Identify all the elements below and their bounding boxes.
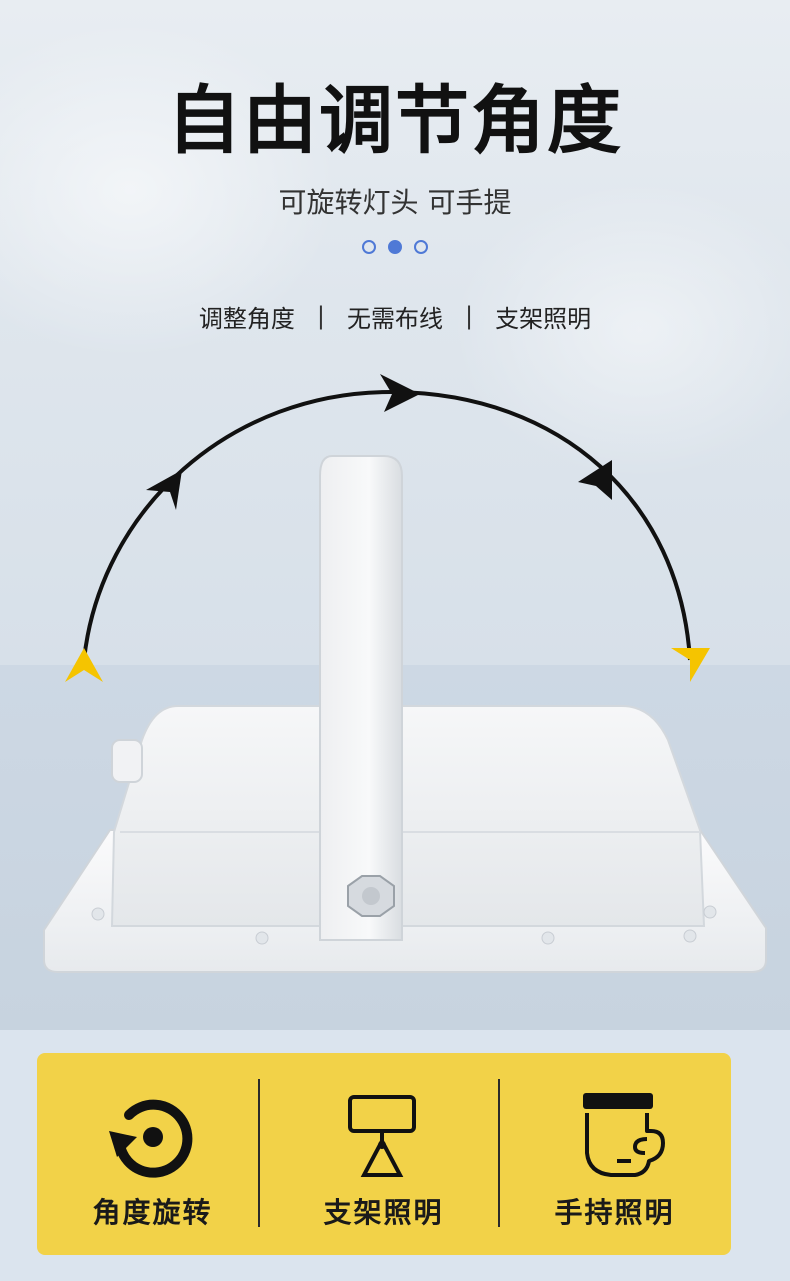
feature-list: 调整角度 | 无需布线 | 支架照明	[0, 296, 790, 336]
screw-boss	[255, 931, 269, 945]
pager-dots	[0, 240, 790, 260]
rotation-arc-illustration	[65, 374, 710, 682]
panel-item-label: 手持照明	[554, 1196, 675, 1229]
feature-panel: 角度旋转 支架照明 手持照明	[37, 1053, 731, 1255]
page-subtitle: 可旋转灯头 可手提	[278, 186, 512, 219]
pager-dot[interactable]	[414, 240, 428, 254]
feature-item-adjust-angle: 调整角度	[198, 304, 295, 333]
screw-boss	[703, 905, 717, 919]
feature-item-stand-lighting: 支架照明	[495, 304, 592, 333]
arc-end-left-icon	[65, 648, 103, 682]
panel-divider	[498, 1079, 500, 1227]
lamp-stand-bracket	[319, 455, 403, 941]
floodlight-lamp-illustration	[43, 455, 767, 973]
arc-arrow-left-icon	[146, 470, 182, 510]
panel-item-handheld: 手持照明	[499, 1053, 730, 1255]
screw-boss	[91, 907, 105, 921]
lamp-housing	[110, 705, 706, 927]
arc-end-right-icon	[671, 648, 710, 682]
panel-item-rotate: 角度旋转	[37, 1053, 268, 1255]
cable-gland	[111, 739, 143, 783]
panel-item-label: 支架照明	[323, 1196, 444, 1229]
pager-dot-active[interactable]	[388, 240, 402, 254]
page-title: 自由调节角度	[167, 78, 623, 164]
screw-boss	[541, 931, 555, 945]
panel-item-label: 角度旋转	[92, 1196, 213, 1229]
pager-dot[interactable]	[362, 240, 376, 254]
arc-arrow-top-icon	[380, 374, 420, 412]
feature-separator: |	[316, 302, 325, 330]
bracket-bolt-center	[362, 887, 380, 905]
panel-item-stand: 支架照明	[268, 1053, 499, 1255]
hand-grip-icon	[583, 1093, 665, 1177]
panel-divider	[258, 1079, 260, 1227]
screw-boss	[683, 929, 697, 943]
feature-separator: |	[465, 302, 474, 330]
rotate-icon	[109, 1099, 193, 1178]
feature-item-no-wiring: 无需布线	[347, 304, 443, 333]
arc-arrow-right-icon	[578, 460, 612, 500]
stand-lamp-icon	[348, 1095, 416, 1177]
